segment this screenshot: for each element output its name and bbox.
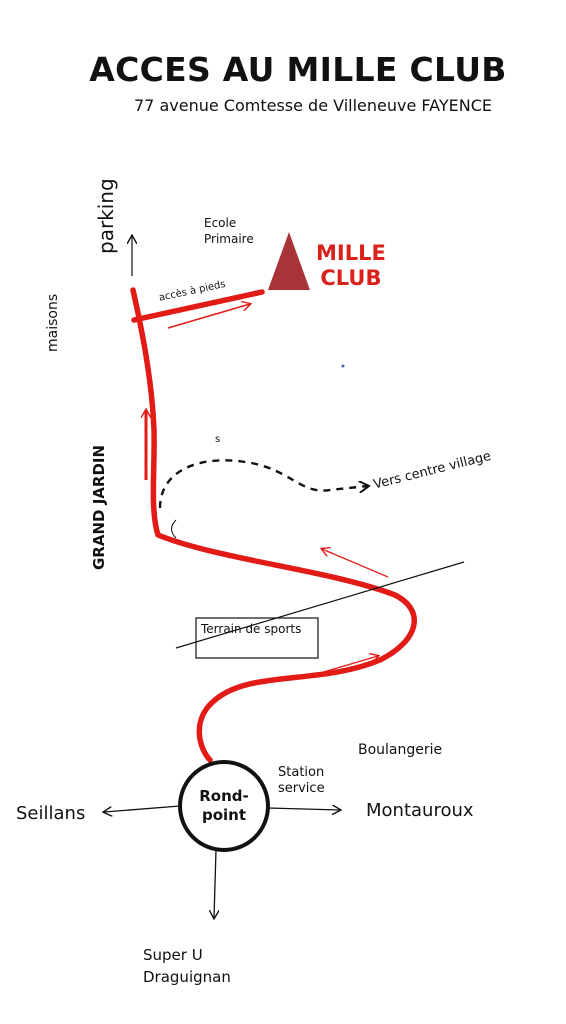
page-title: ACCES AU MILLE CLUB bbox=[89, 50, 507, 89]
main-road bbox=[130, 287, 417, 763]
arrow-montauroux bbox=[267, 808, 340, 810]
label-ecole: Ecole Primaire bbox=[204, 216, 254, 246]
bend-mark bbox=[171, 519, 177, 539]
map-dot bbox=[341, 364, 345, 368]
foot-access-arrow bbox=[167, 304, 250, 329]
label-boulangerie: Boulangerie bbox=[358, 742, 443, 758]
label-maisons: maisons bbox=[45, 293, 61, 352]
direction-arrow-lower bbox=[309, 656, 378, 677]
mille-club-marker-icon bbox=[268, 232, 310, 290]
label-mille-club: MILLE CLUB bbox=[316, 241, 386, 290]
branch-road bbox=[131, 289, 265, 323]
label-montauroux: Montauroux bbox=[366, 800, 474, 821]
label-rond-point: Rond- point bbox=[199, 787, 249, 824]
label-grand-jardin: GRAND JARDIN bbox=[90, 444, 108, 570]
label-station-service: Station service bbox=[278, 765, 325, 796]
arrow-seillans bbox=[104, 805, 181, 812]
label-super-u: Super U Draguignan bbox=[143, 946, 231, 986]
sports-ground-box bbox=[195, 617, 319, 659]
dashed-route bbox=[158, 459, 368, 509]
label-terrain-de-sports: Terrain de sports bbox=[201, 622, 302, 636]
label-seillans: Seillans bbox=[16, 803, 86, 824]
arrow-super-u bbox=[214, 849, 216, 918]
cross-line bbox=[175, 561, 465, 649]
direction-arrow-upper bbox=[322, 549, 389, 578]
address: 77 avenue Comtesse de Villeneuve FAYENCE bbox=[134, 96, 492, 115]
label-parking: parking bbox=[94, 178, 118, 254]
label-s-mark: s bbox=[215, 434, 221, 445]
